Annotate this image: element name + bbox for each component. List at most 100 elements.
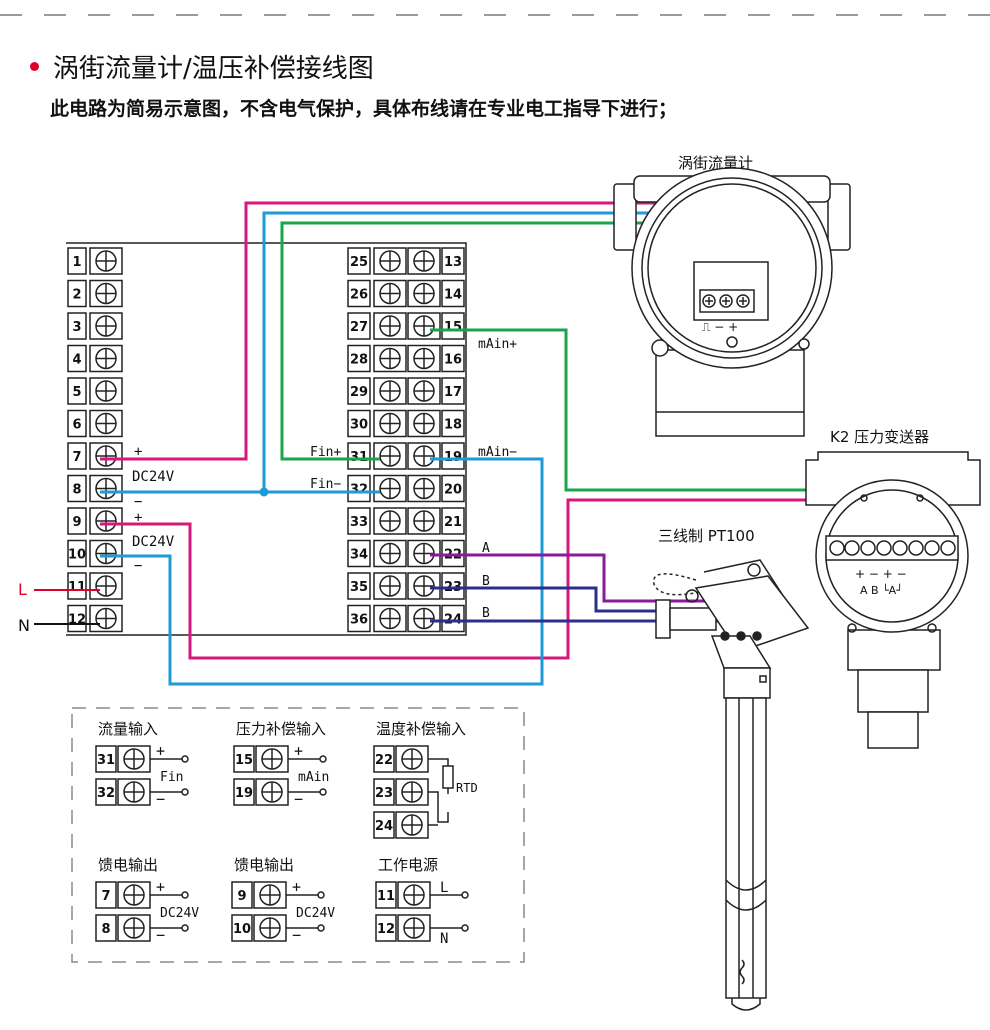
terminal-27: 27 [347,312,371,340]
terminal-screw-7 [89,442,123,470]
label-term10-minus: − [134,558,142,574]
legend-flow_input-t2: 32 [95,778,117,806]
legend-feed2-t2-label: 10 [233,922,251,937]
label-line-l: L [18,580,27,599]
legend-temp-t2: 23 [373,778,395,806]
terminal-screw-1 [89,247,123,275]
legend-flow_input-plus: + [156,742,165,760]
label-rtd-b1: B [482,574,490,589]
pressure-term-signs: + − + − [855,567,907,581]
terminal-21-label: 21 [444,515,462,530]
legend-feed1-screw1 [117,881,151,909]
legend-feed2-t1-label: 9 [237,889,246,904]
legend-power-t1-label: 11 [377,889,395,904]
terminal-screw-16 [407,344,441,373]
legend-power-screw2 [397,914,431,942]
terminal-9: 9 [67,507,87,535]
terminal-screw-35 [373,572,407,600]
legend-pressure_input-screw2 [255,778,289,806]
pressure-term-letters: A B └A┘ [860,583,903,597]
terminal-16-label: 16 [444,353,462,368]
label-fin-minus: Fin− [310,477,341,492]
terminal-20-label: 20 [444,483,462,498]
legend-flow_input-screw2 [117,778,151,806]
terminal-10-label: 10 [68,548,86,563]
terminal-17-label: 17 [444,385,462,400]
terminal-20: 20 [441,474,465,503]
legend-feed1-t2-label: 8 [101,922,110,937]
terminal-25-label: 25 [350,255,368,270]
legend-flow_input-title: 流量输入 [98,720,158,738]
terminal-18-label: 18 [444,418,462,433]
terminal-screw-22 [407,539,441,568]
legend-feed2-screw1 [253,881,287,909]
label-term8-minus: − [134,494,142,510]
terminal-11: 11 [67,572,87,600]
legend-feed1-title: 馈电输出 [98,856,158,874]
legend-flow_input-minus: − [156,790,165,808]
terminal-35-label: 35 [350,580,368,595]
wire-main-minus [100,457,544,686]
terminal-3-label: 3 [72,320,81,335]
terminal-36: 36 [347,604,371,633]
terminal-2: 2 [67,279,87,308]
terminal-screw-26 [373,279,407,308]
legend-feed2-title: 馈电输出 [234,856,294,874]
terminal-28: 28 [347,344,371,373]
terminal-30-label: 30 [350,418,368,433]
terminal-screw-23 [407,572,441,600]
legend-feed2-plus: + [292,878,301,896]
terminal-30: 30 [347,409,371,438]
terminal-3: 3 [67,312,87,340]
label-main-plus: mAin+ [478,337,517,352]
legend-flow_input-screw1 [117,745,151,773]
terminal-screw-11 [89,572,123,600]
terminal-7: 7 [67,442,87,470]
terminal-32: 32 [347,474,371,503]
section-heading: 涡街流量计/温压补偿接线图 [30,48,374,85]
pressure-transmitter: K2 压力变送器 + − + − A B └A┘ [805,428,981,749]
terminal-screw-17 [407,377,441,405]
terminal-25: 25 [347,247,371,275]
top-dashed-divider [0,14,990,16]
terminal-17: 17 [441,377,465,405]
terminal-27-label: 27 [350,320,368,335]
terminal-15-label: 15 [444,320,462,335]
legend-power-t1: 11 [375,881,397,909]
legend-feed1-t1-label: 7 [101,889,110,904]
legend-temp-screw2 [395,811,429,839]
legend-power-screw1 [397,881,431,909]
terminal-screw-24 [407,604,441,633]
legend-pressure_input-label: mAin [298,770,329,785]
legend-pressure_input-plus: + [294,742,303,760]
pt100-title: 三线制 PT100 [658,527,755,545]
legend-power-t2-label: 12 [377,922,395,937]
legend-power-n: N [440,931,448,947]
terminal-6-label: 6 [72,418,81,433]
terminal-8: 8 [67,474,87,503]
terminal-screw-12 [89,604,123,633]
legend-feed2-label: DC24V [296,906,335,921]
label-term9-plus: + [134,510,142,526]
terminal-8-label: 8 [72,483,81,498]
page-title: 涡街流量计/温压补偿接线图 [53,54,374,84]
terminal-21: 21 [441,507,465,535]
wire-junction-dot [259,487,269,497]
terminal-33-label: 33 [350,515,368,530]
legend-temp-t3-label: 24 [375,819,393,834]
terminal-screw-20 [407,474,441,503]
terminal-screw-5 [89,377,123,405]
legend-pressure_input-t2-label: 19 [235,786,253,801]
legend-feed2-t2: 10 [231,914,253,942]
legend-feed1-t1: 7 [95,881,117,909]
terminal-34: 34 [347,539,371,568]
terminal-screw-2 [89,279,123,308]
pressure-title: K2 压力变送器 [830,428,929,446]
terminal-12: 12 [67,604,87,633]
terminal-24: 24 [441,604,465,633]
terminal-screw-30 [373,409,407,438]
